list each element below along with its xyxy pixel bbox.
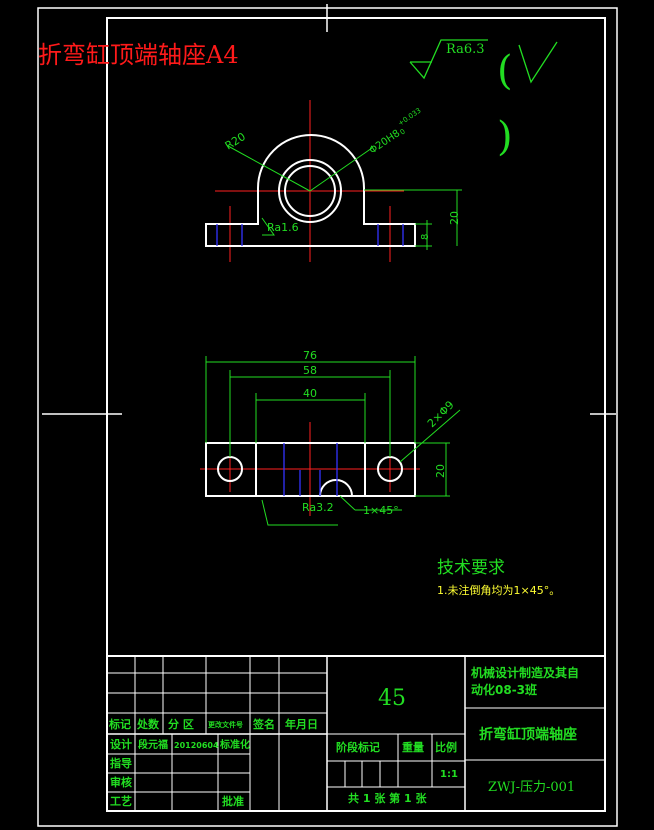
label-jieduan: 阶段标记 <box>336 740 380 754</box>
part-outline-bottom <box>205 442 416 497</box>
dim-holes: 2×Φ9 <box>425 398 457 430</box>
material: 45 <box>378 686 406 711</box>
sheet-count: 共 1 张 第 1 张 <box>348 791 427 805</box>
label-biaoji: 标记 <box>108 717 131 731</box>
check-mark-icon <box>518 41 558 84</box>
drawing-title: 折弯缸顶端轴座A4 <box>38 41 239 69</box>
dim-radius: R20 <box>223 130 248 152</box>
title-block <box>106 655 606 812</box>
roughness-bottom: Ra3.2 <box>302 501 334 514</box>
tech-req-item-1: 1.未注倒角均为1×45°。 <box>437 583 560 597</box>
label-gengai: 更改文件号 <box>208 720 243 729</box>
centring-marks <box>42 4 616 415</box>
label-zhongliang: 重量 <box>402 740 424 754</box>
school-line-2: 动化08-3班 <box>471 682 537 697</box>
tech-req-heading: 技术要求 <box>437 558 505 578</box>
drawing-number: ZWJ-压力-001 <box>488 780 575 795</box>
label-chushu: 处数 <box>136 717 160 731</box>
label-zhidao: 指导 <box>110 756 132 770</box>
dim-hole-spacing: 58 <box>303 364 317 377</box>
dim-height-top: 20 <box>448 211 461 225</box>
paren-close: ) <box>497 114 513 160</box>
label-nianyueri: 年月日 <box>285 717 318 731</box>
dim-base-thickness: 8 <box>420 234 431 240</box>
dim-chamfer: 1×45° <box>363 504 399 517</box>
part-name: 折弯缸顶端轴座 <box>479 726 577 743</box>
dim-bore-tol: +0.033 <box>397 107 423 128</box>
label-shenhe: 审核 <box>110 775 132 789</box>
label-bili: 比例 <box>435 740 457 754</box>
paren-open: ( <box>497 48 513 94</box>
label-fenqu: 分 区 <box>168 717 194 731</box>
label-qianming: 签名 <box>252 717 275 731</box>
bottom-view: 76 58 40 2×Φ9 20 Ra3.2 1×45° <box>200 349 461 526</box>
dim-height-bottom: 20 <box>434 464 447 478</box>
label-biaozhunhua: 标准化 <box>219 738 250 751</box>
designer-name: 段元福 <box>138 738 168 751</box>
part-outline-top <box>205 134 416 247</box>
roughness-top: Ra1.6 <box>267 221 299 234</box>
dim-inner: 40 <box>303 387 317 400</box>
dim-width-total: 76 <box>303 349 317 362</box>
roughness-general-symbol <box>409 39 488 80</box>
top-view: R20 Φ20H8 +0.033 0 20 8 Ra1.6 <box>205 100 462 262</box>
design-date: 20120604 <box>174 741 219 750</box>
bore-inner <box>284 165 336 217</box>
roughness-general-label: Ra6.3 <box>446 42 485 57</box>
dim-bore-tol2: 0 <box>399 128 407 137</box>
scale-value: 1:1 <box>440 769 458 780</box>
label-gongyi: 工艺 <box>110 794 132 808</box>
school-line-1: 机械设计制造及其自 <box>471 665 579 680</box>
label-pizhun: 批准 <box>222 794 244 808</box>
bore-outer <box>278 159 342 223</box>
label-sheji: 设计 <box>110 737 132 751</box>
dim-bore: Φ20H8 <box>368 128 403 156</box>
